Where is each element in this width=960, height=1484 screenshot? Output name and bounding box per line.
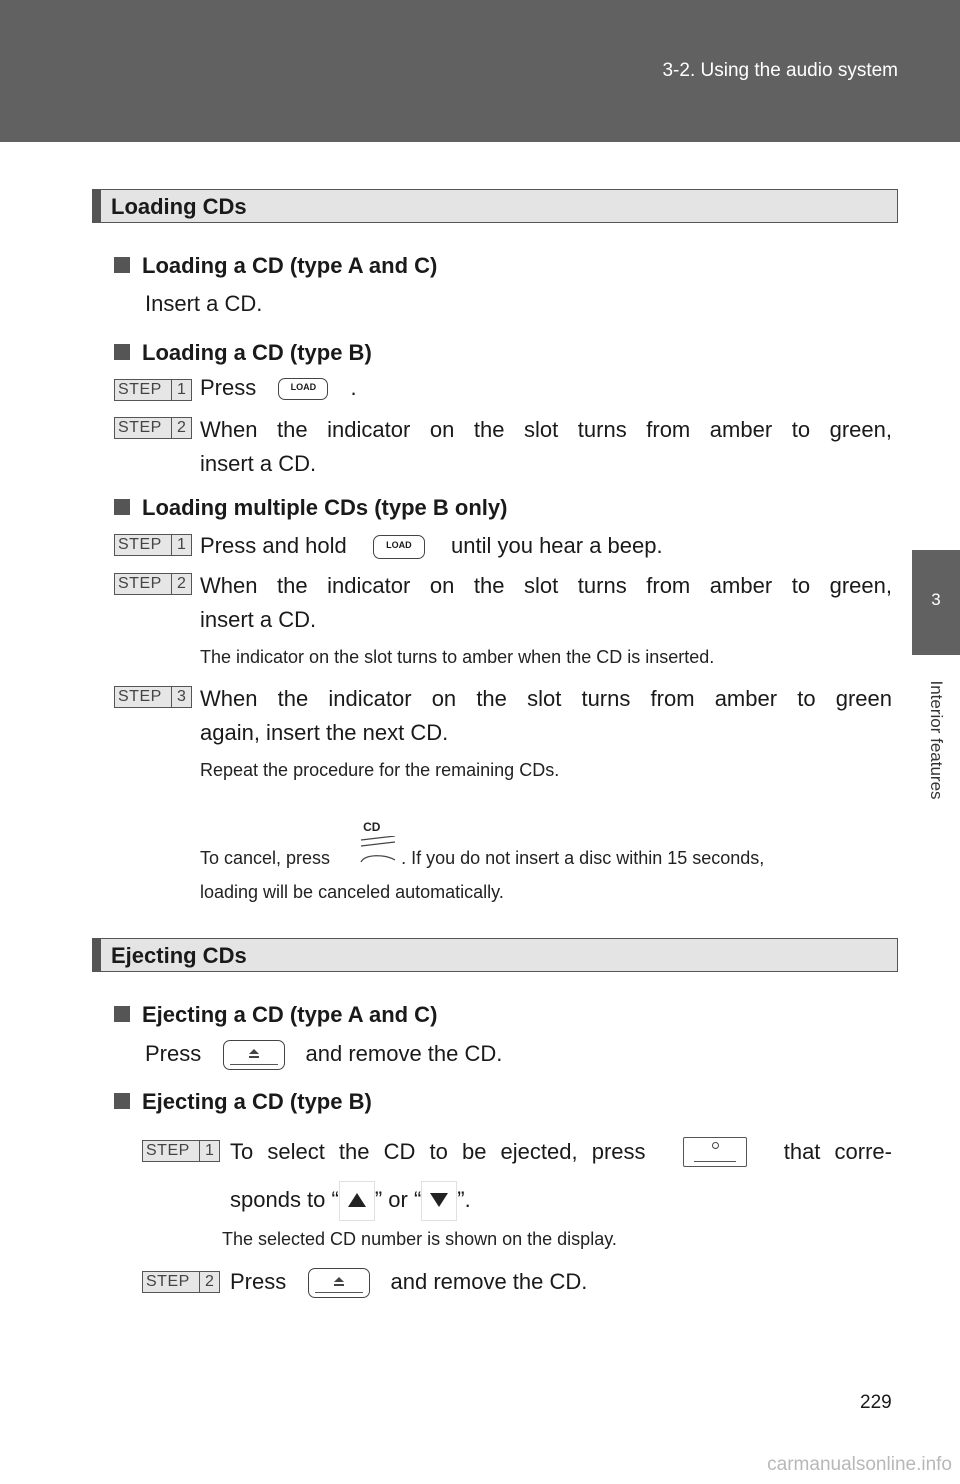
heading-tab: [93, 190, 101, 222]
down-arrow-icon: [421, 1181, 458, 1221]
load-button-icon: LOAD: [372, 535, 425, 560]
load-button-icon: LOAD: [278, 378, 329, 401]
eject-button-icon: [308, 1268, 371, 1298]
load-multi-step2-line2: insert a CD.: [200, 607, 317, 632]
load-multi-step2-note: The indicator on the slot turns to amber…: [200, 647, 715, 667]
bullet-square-icon: [114, 499, 130, 515]
bullet-square-icon: [114, 257, 130, 273]
section-heading-ejecting: Ejecting CDs: [92, 938, 898, 972]
watermark: carmanualsonline.info: [767, 1454, 952, 1475]
insert-cd-text: Insert a CD.: [145, 291, 263, 316]
subheading-eject-ac: Ejecting a CD (type A and C): [114, 1002, 437, 1028]
bullet-square-icon: [114, 1006, 130, 1022]
heading-title: Loading CDs: [111, 194, 247, 219]
eject-b-step1-line1: To select the CD to be ejected, press th…: [230, 1137, 892, 1167]
section-heading-loading: Loading CDs: [92, 189, 898, 223]
heading-tab: [93, 939, 101, 971]
eject-ac-text: Press and remove the CD.: [145, 1040, 502, 1070]
chapter-tab: 3: [912, 550, 960, 655]
cd-button-icon: CD: [355, 820, 401, 872]
subheading-load-b: Loading a CD (type B): [114, 340, 372, 366]
page-header: 3-2. Using the audio system: [0, 0, 960, 142]
bullet-square-icon: [114, 344, 130, 360]
section-title: 3-2. Using the audio system: [662, 60, 898, 81]
cancel-note-line1: To cancel, press CD . If you do not inse…: [200, 820, 764, 872]
subheading-load-ac: Loading a CD (type A and C): [114, 253, 437, 279]
eject-b-step1-line2: sponds to “” or “”.: [230, 1181, 471, 1221]
eject-button-icon: [223, 1040, 286, 1070]
load-b-step2-line2: insert a CD.: [200, 451, 317, 476]
load-b-step1: Press LOAD .: [200, 375, 357, 401]
heading-title: Ejecting CDs: [111, 943, 247, 968]
subheading-load-multi: Loading multiple CDs (type B only): [114, 495, 507, 521]
disc-select-button-icon: [682, 1137, 747, 1167]
load-multi-step1: Press and hold LOAD until you hear a bee…: [200, 533, 663, 560]
page-number: 229: [860, 1392, 892, 1413]
eject-b-step2: Press and remove the CD.: [230, 1268, 587, 1298]
subheading-eject-b: Ejecting a CD (type B): [114, 1089, 372, 1115]
load-multi-step3-line1: When the indicator on the slot turns fro…: [200, 686, 892, 711]
eject-b-step1-note: The selected CD number is shown on the d…: [222, 1229, 617, 1249]
up-arrow-icon: [338, 1181, 375, 1221]
bullet-square-icon: [114, 1093, 130, 1109]
load-multi-step2-line1: When the indicator on the slot turns fro…: [200, 573, 892, 598]
load-b-step2-line1: When the indicator on the slot turns fro…: [200, 417, 892, 442]
chapter-label: Interior features: [927, 680, 946, 800]
cancel-note-line2: loading will be canceled automatically.: [200, 882, 504, 902]
load-multi-step3-note: Repeat the procedure for the remaining C…: [200, 760, 560, 780]
load-multi-step3-line2: again, insert the next CD.: [200, 720, 449, 745]
chapter-number: 3: [931, 590, 941, 609]
